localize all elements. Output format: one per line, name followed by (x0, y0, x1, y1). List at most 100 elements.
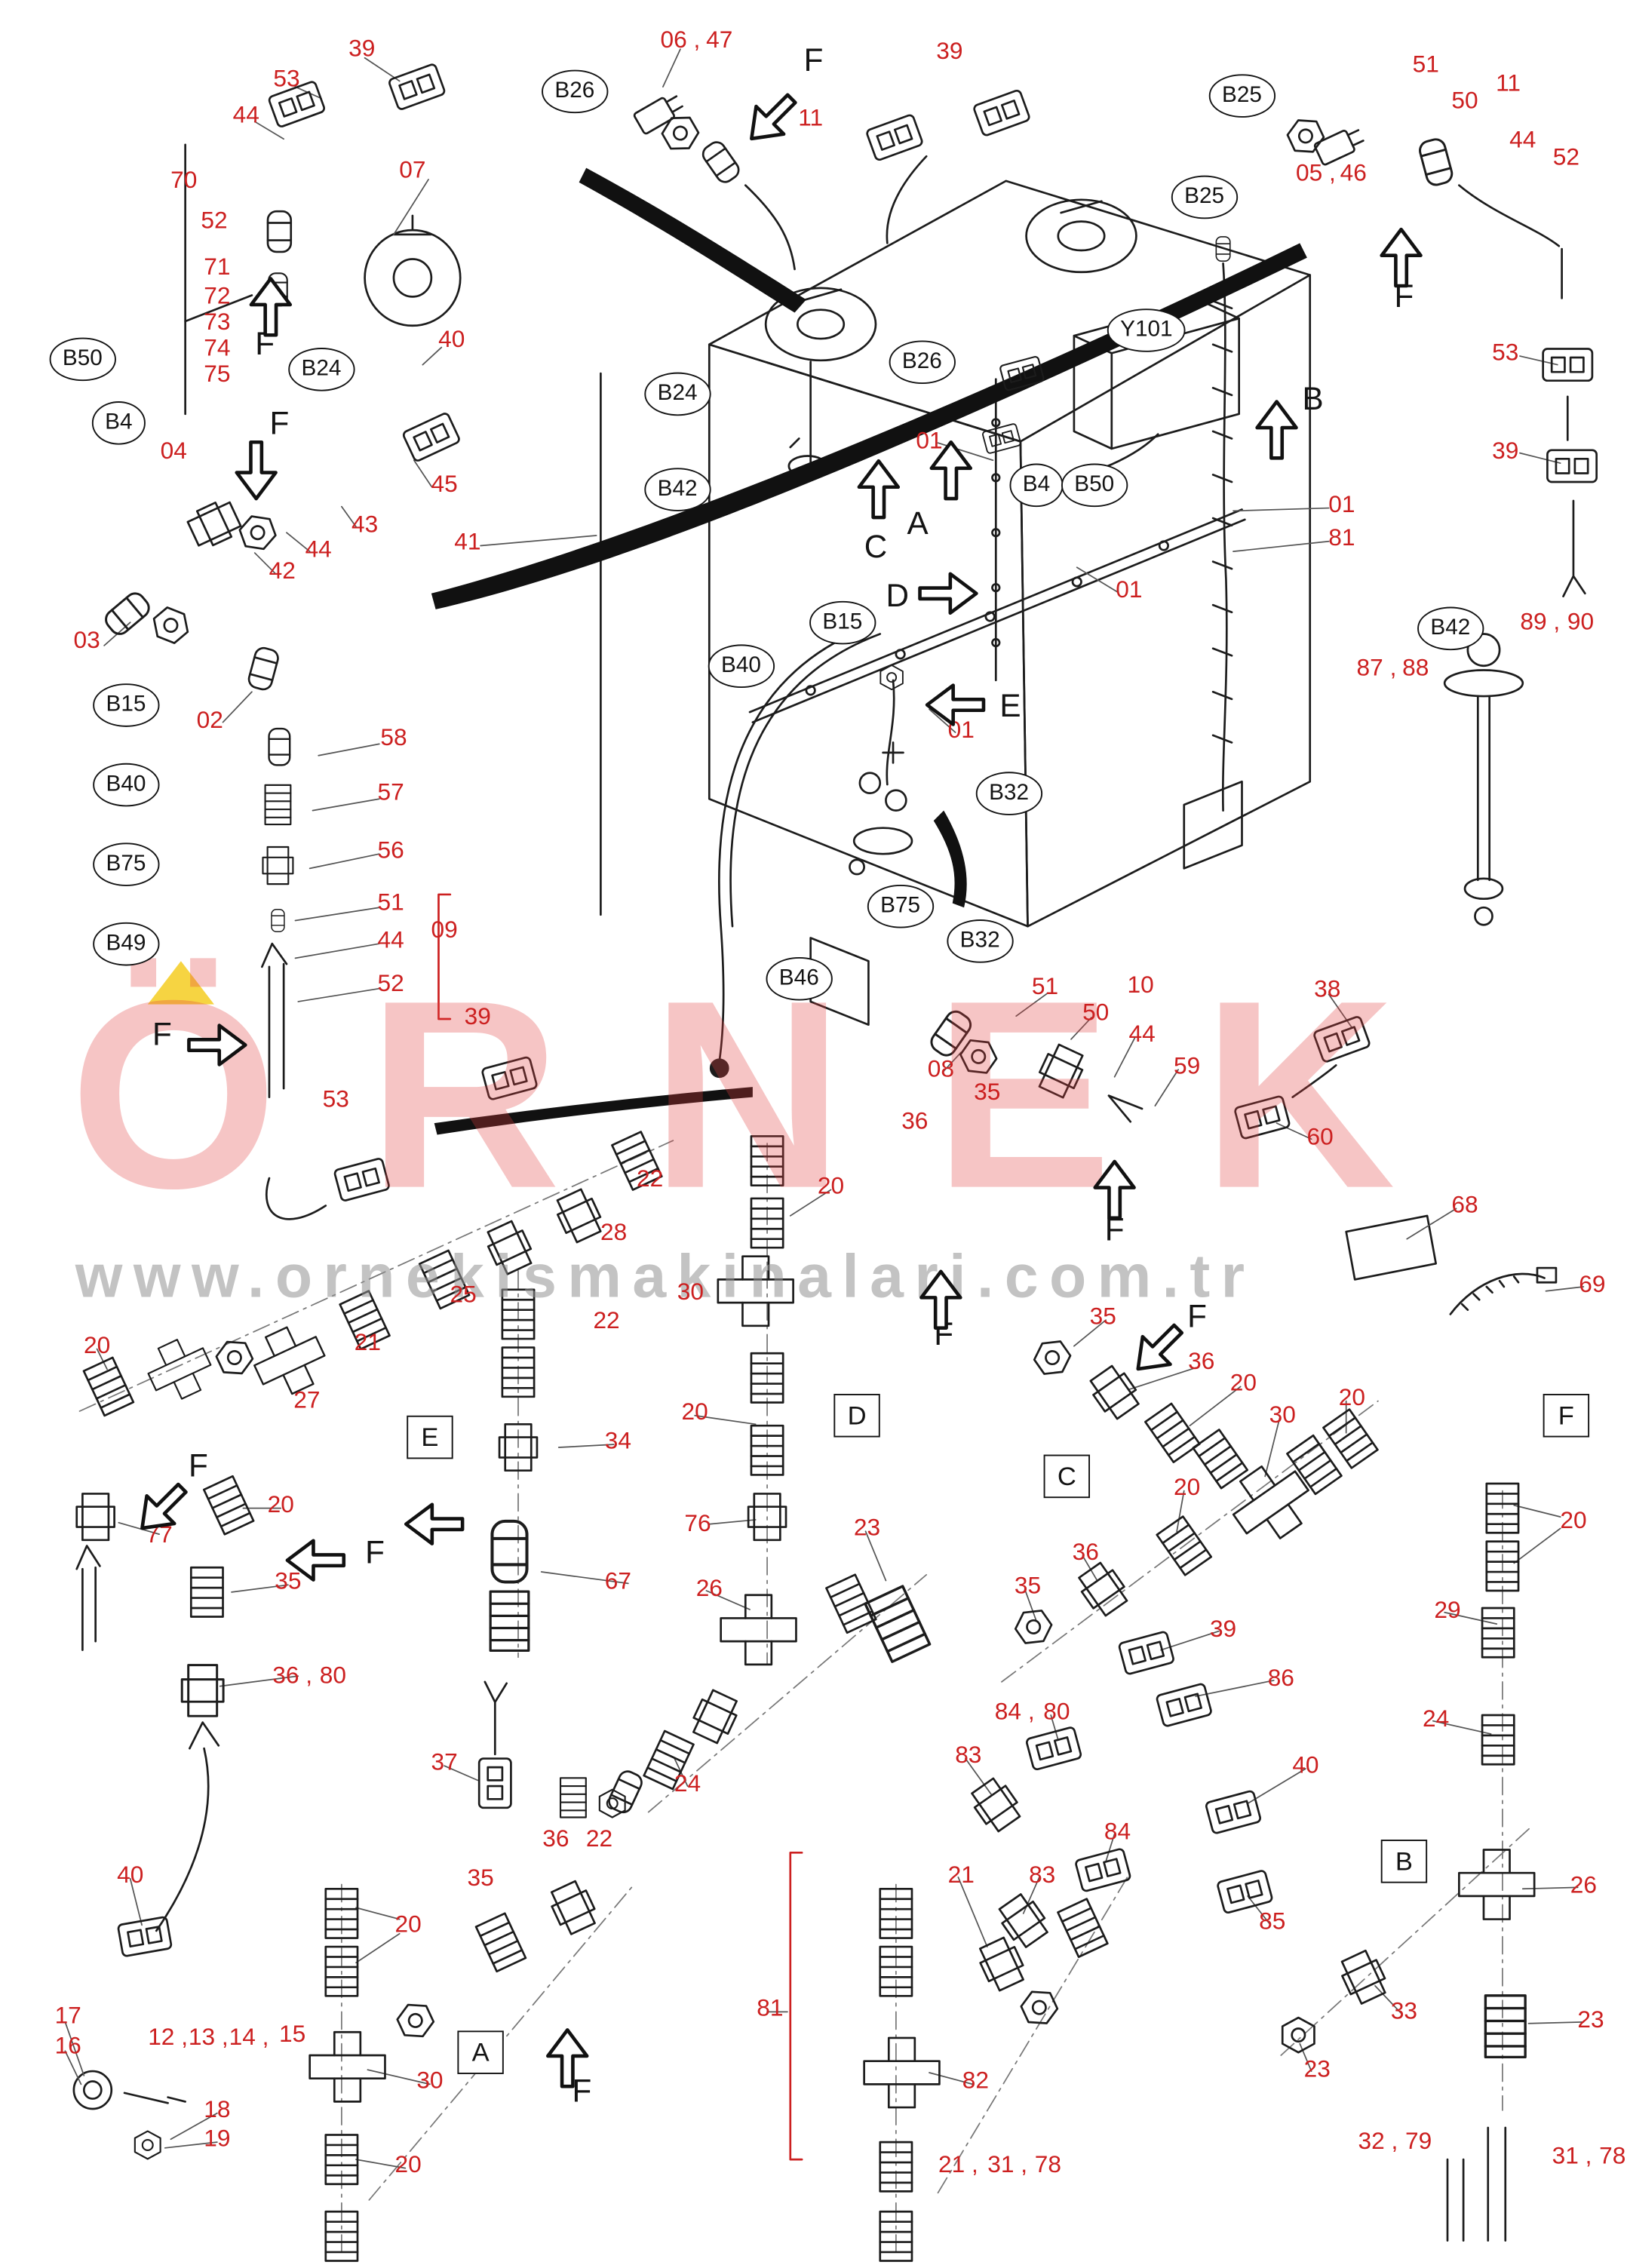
direction-arrow-icon (738, 93, 805, 145)
part-number: 25 (450, 1281, 477, 1309)
part-number: 35 (275, 1568, 302, 1595)
part-number: 19 (204, 2125, 231, 2153)
part-number: 21 (947, 1862, 975, 1889)
part-number: 84 , (994, 1699, 1035, 1725)
direction-arrow-icon (1368, 227, 1434, 288)
part-number: 03 (73, 628, 100, 654)
component-ref: B15 (93, 683, 159, 726)
component-ref: B75 (93, 842, 159, 885)
part-number: 35 (467, 1865, 494, 1892)
part-number: 30 (677, 1278, 704, 1306)
part-number: 69 (1579, 1272, 1606, 1298)
part-number: 36 (1188, 1349, 1215, 1375)
part-number: 81 (757, 1995, 784, 2022)
part-number: 60 (1306, 1124, 1334, 1151)
direction-arrow-icon (129, 1482, 195, 1534)
direction-arrow-icon (846, 459, 912, 520)
part-number: 56 (377, 837, 404, 864)
part-number: 70 (170, 167, 198, 194)
part-number: 20 (1560, 1508, 1587, 1534)
part-number: 26 (1570, 1872, 1598, 1899)
part-number: 30 (416, 2067, 444, 2095)
zone-box: E (407, 1415, 453, 1459)
part-number: 31 , (987, 2152, 1028, 2178)
part-number: 67 (604, 1568, 632, 1595)
direction-arrow-icon (238, 277, 304, 337)
component-ref: B40 (708, 644, 775, 688)
zone-letter: F (572, 2073, 592, 2109)
part-number: 51 (1412, 51, 1439, 78)
part-number: 82 (962, 2067, 990, 2095)
part-number: 38 (1314, 976, 1341, 1003)
part-number: 20 (1229, 1370, 1257, 1397)
part-number: 53 (273, 66, 300, 93)
part-number: 10 (1127, 972, 1154, 999)
part-number: 43 (351, 511, 379, 539)
part-number: 20 (1173, 1474, 1201, 1501)
zone-letter: F (365, 1534, 385, 1571)
part-number: 11 (798, 105, 824, 132)
part-number: 22 (593, 1308, 620, 1334)
direction-arrow-icon (184, 1019, 250, 1071)
part-number: 35 (974, 1079, 1001, 1106)
part-number: 73 (204, 309, 231, 336)
part-number: 20 (681, 1399, 708, 1426)
part-number: 12 , (148, 2024, 189, 2051)
part-number: 22 (585, 1826, 613, 1852)
zone-letter: F (188, 1447, 208, 1484)
part-number: 51 (1031, 974, 1059, 1000)
part-number: 44 (1509, 127, 1536, 153)
part-number: 44 (305, 536, 332, 563)
component-ref: B4 (1009, 463, 1064, 507)
part-number: 52 (377, 971, 404, 997)
part-number: 21 (354, 1330, 382, 1356)
part-number: 58 (380, 724, 407, 751)
direction-arrow-icon (534, 2028, 600, 2088)
zone-letter: B (1302, 380, 1324, 417)
part-number: 11 (1496, 70, 1521, 97)
part-number: 01 (1116, 577, 1143, 603)
part-number: 05 , (1295, 160, 1336, 187)
part-number: 30 (1269, 1402, 1296, 1429)
part-number: 40 (438, 327, 465, 353)
part-number: 20 (83, 1332, 111, 1359)
part-number: 39 (1209, 1616, 1237, 1643)
part-number: 29 (1434, 1597, 1461, 1624)
direction-arrow-icon (915, 567, 981, 619)
part-number: 79 (1405, 2128, 1432, 2155)
part-number: 44 (232, 102, 259, 129)
component-ref: B50 (49, 337, 116, 381)
part-number: 39 (348, 35, 376, 63)
part-number: 83 (955, 1742, 982, 1769)
part-number: 53 (1492, 339, 1519, 367)
part-number: 34 (604, 1428, 632, 1455)
direction-arrow-icon (918, 440, 984, 501)
part-number: 78 (1599, 2143, 1626, 2170)
component-ref: B49 (93, 922, 159, 965)
part-number: 83 (1029, 1862, 1056, 1889)
component-ref: B42 (1417, 606, 1484, 650)
part-number: 57 (377, 779, 404, 806)
direction-arrow-icon (1081, 1159, 1147, 1220)
part-number: 14 , (229, 2024, 269, 2051)
part-number: 85 (1259, 1908, 1286, 1935)
zone-letter: F (1187, 1298, 1207, 1335)
part-number: 24 (1423, 1706, 1450, 1732)
part-number: 75 (204, 361, 231, 388)
part-number: 84 (1104, 1818, 1131, 1846)
direction-arrow-icon (1243, 400, 1309, 460)
component-ref: B32 (975, 772, 1042, 815)
zone-letter: E (999, 687, 1021, 724)
part-number: 72 (204, 283, 231, 310)
part-number: 90 (1567, 609, 1595, 635)
part-number: 07 (399, 157, 426, 184)
watermark-url: www.ornekismakinalari.com.tr (75, 1241, 1256, 1310)
